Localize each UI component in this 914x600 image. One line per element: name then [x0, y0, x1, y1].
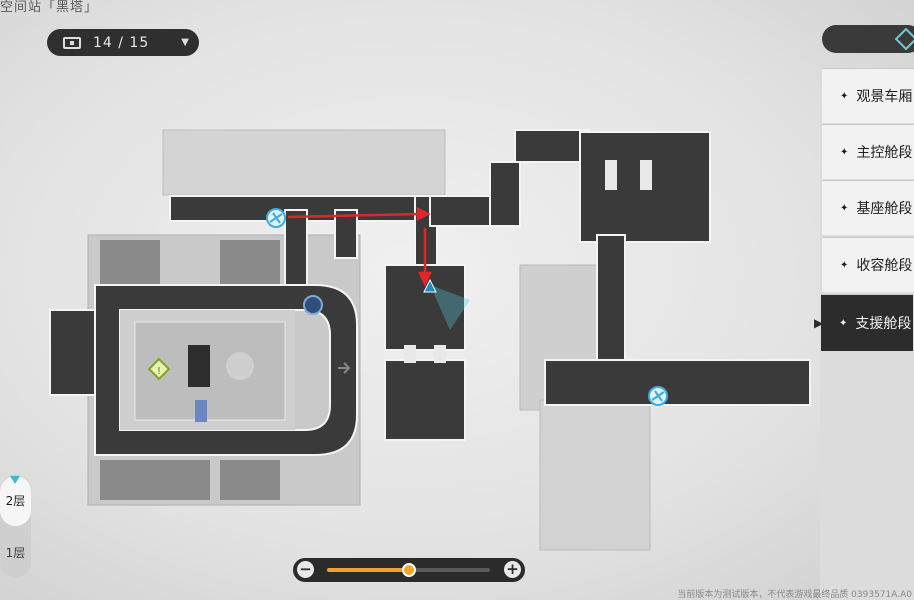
- control-room-details: [404, 160, 652, 363]
- current-floor-marker-icon: [10, 476, 20, 484]
- area-item-label: 支援舱段: [855, 316, 912, 332]
- area-item-supply-zone[interactable]: ✦ 支援舱段: [821, 294, 913, 351]
- floor-2-button[interactable]: 2层: [0, 476, 31, 526]
- area-item-label: 收容舱段: [856, 258, 913, 274]
- zoom-slider[interactable]: [327, 563, 490, 577]
- star-icon: ✦: [840, 202, 849, 214]
- star-icon: ✦: [839, 317, 848, 329]
- treasure-chest-icon: [63, 36, 81, 49]
- floor-label: 2层: [5, 494, 26, 508]
- mission-marker-icon[interactable]: !: [147, 357, 171, 381]
- zoom-control: − +: [293, 558, 525, 582]
- location-title: 空间站「黑塔」: [0, 0, 99, 15]
- west-block-1: [220, 240, 280, 285]
- monster-icon[interactable]: [303, 295, 323, 315]
- central-pillar-icon: [188, 345, 254, 387]
- area-item-storage-zone[interactable]: ✦ 收容舱段: [822, 237, 914, 292]
- route-path: [287, 206, 432, 288]
- arrow-hint-icon: [338, 362, 351, 374]
- space-anchor-icon[interactable]: [266, 208, 286, 228]
- west-block-2: [100, 240, 160, 285]
- star-icon: ✦: [840, 90, 849, 102]
- area-item-base-zone[interactable]: ✦ 基座舱段: [822, 180, 914, 235]
- west-block-4: [220, 460, 280, 500]
- walkable-corridors: [49, 129, 811, 456]
- triangle-down-icon: ▼: [181, 37, 189, 48]
- star-icon: ✦: [840, 146, 849, 158]
- south-east-shell: [539, 399, 651, 551]
- player-location-icon: [423, 278, 470, 330]
- chest-counter-dropdown[interactable]: 14 / 15 ▼: [47, 29, 199, 56]
- west-block-3: [100, 460, 210, 500]
- upper-building-shell: [162, 129, 446, 196]
- area-item-label: 主控舱段: [856, 145, 913, 161]
- chest-count: 14 / 15: [93, 34, 150, 51]
- map-switch-button[interactable]: [822, 25, 914, 53]
- zoom-in-button[interactable]: +: [504, 561, 521, 578]
- area-item-label: 基座舱段: [856, 201, 913, 217]
- star-icon: ✦: [840, 259, 849, 271]
- zoom-slider-knob[interactable]: [401, 563, 416, 577]
- door-marker: [195, 400, 207, 422]
- area-item-observation-car[interactable]: ✦ 观景车厢: [822, 68, 914, 123]
- floor-1-button[interactable]: 1层: [0, 544, 31, 561]
- version-notice: 当前版本为测试版本，不代表游戏最终品质 0393571A.A0: [677, 590, 912, 600]
- area-item-master-control[interactable]: ✦ 主控舱段: [822, 124, 914, 179]
- svg-text:!: !: [157, 366, 161, 377]
- area-item-label: 观景车厢: [856, 89, 913, 105]
- zoom-out-button[interactable]: −: [297, 561, 314, 578]
- navigation-gem-icon: [894, 27, 914, 51]
- zoom-slider-fill: [327, 568, 409, 572]
- selected-indicator-icon: ▶: [814, 316, 824, 330]
- floor-label: 1层: [5, 546, 26, 560]
- space-anchor-icon[interactable]: [648, 386, 668, 406]
